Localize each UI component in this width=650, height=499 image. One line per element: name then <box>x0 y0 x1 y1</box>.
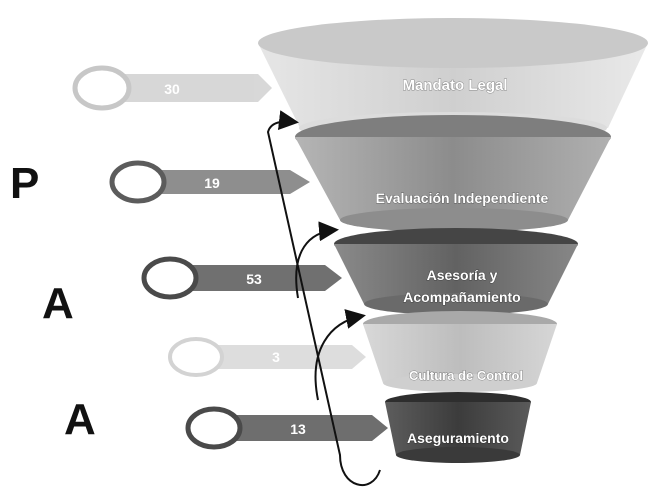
tag-value-mandato-legal: 30 <box>164 81 180 97</box>
side-letter-p: P <box>10 159 39 208</box>
funnel-level-asesoria-acompanamiento: Asesoría y Acompañamiento <box>334 228 578 315</box>
level-label-aseguramiento: Aseguramiento <box>407 430 509 446</box>
tag-value-aseguramiento: 13 <box>290 421 306 437</box>
funnel-level-aseguramiento: Aseguramiento <box>385 392 531 463</box>
level-label-asesoria-line1: Asesoría y <box>427 267 498 283</box>
tag-asesoria-acompanamiento: 53 <box>141 256 342 300</box>
tag-cultura-de-control: 3 <box>168 337 366 377</box>
level-label-asesoria-line2: Acompañamiento <box>403 289 520 305</box>
funnel-level-evaluacion-independiente: Evaluación Independiente <box>295 115 611 232</box>
arrow-to-cultura <box>314 309 366 401</box>
tag-aseguramiento: 13 <box>185 406 388 450</box>
side-letter-a-upper: A <box>42 279 74 328</box>
tag-value-evaluacion-independiente: 19 <box>204 175 220 191</box>
level-label-cultura-de-control: Cultura de Control <box>409 368 523 383</box>
funnel-level-cultura-de-control: Cultura de Control <box>363 311 557 392</box>
arrow-main-loop <box>266 110 381 487</box>
arrow-to-asesoria <box>295 221 339 299</box>
tag-mandato-legal: 30 <box>72 65 272 111</box>
flow-arrows <box>266 110 381 487</box>
tag-value-cultura-de-control: 3 <box>272 349 280 365</box>
level-label-evaluacion-independiente: Evaluación Independiente <box>376 190 549 206</box>
tag-value-asesoria-acompanamiento: 53 <box>246 271 262 287</box>
side-letter-a-lower: A <box>64 395 96 444</box>
tag-evaluacion-independiente: 19 <box>109 160 310 204</box>
level-label-mandato-legal: Mandato Legal <box>402 77 507 94</box>
